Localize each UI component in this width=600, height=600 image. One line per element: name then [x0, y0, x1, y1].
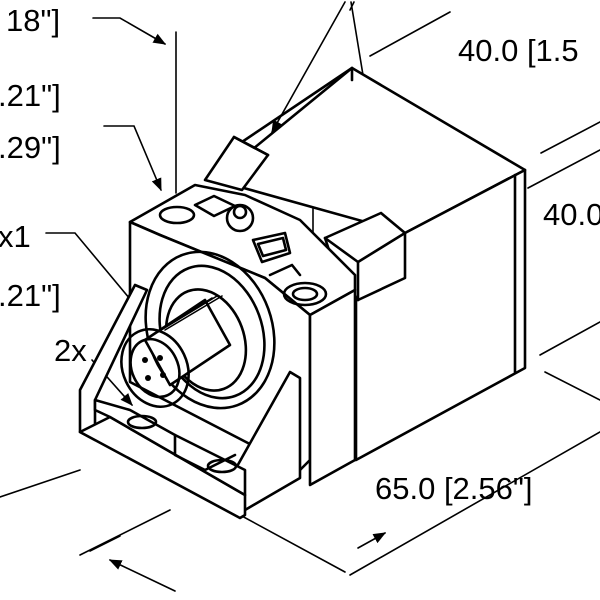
m12-connector: [120, 250, 276, 410]
mount-hole-left: [126, 414, 158, 430]
dim-label-left-second: .29"]: [0, 130, 61, 165]
dim-label-left-upper: .21"]: [0, 78, 61, 113]
mounting-bracket: [78, 283, 302, 520]
top-hole-left: [158, 205, 196, 225]
dim-label-2x: 2x: [54, 333, 87, 368]
dim-label-length: 65.0 [2.56"]: [375, 471, 533, 506]
mount-hole-right: [206, 458, 238, 474]
dim-label-left-lower: .21"]: [0, 278, 61, 313]
dim-label-x1: x1: [0, 219, 31, 254]
bracket-base: [78, 415, 247, 520]
dim-label-right-side: 40.0: [543, 197, 600, 232]
connector-face: [120, 328, 190, 408]
housing-right-face: [308, 288, 357, 487]
led-window: [251, 231, 292, 264]
dim-label-top-left: 18"]: [6, 3, 60, 38]
sensor-cube: [203, 66, 527, 462]
dim-label-top-right: 40.0 [1.5: [458, 33, 579, 68]
top-hole-right: [282, 281, 328, 307]
